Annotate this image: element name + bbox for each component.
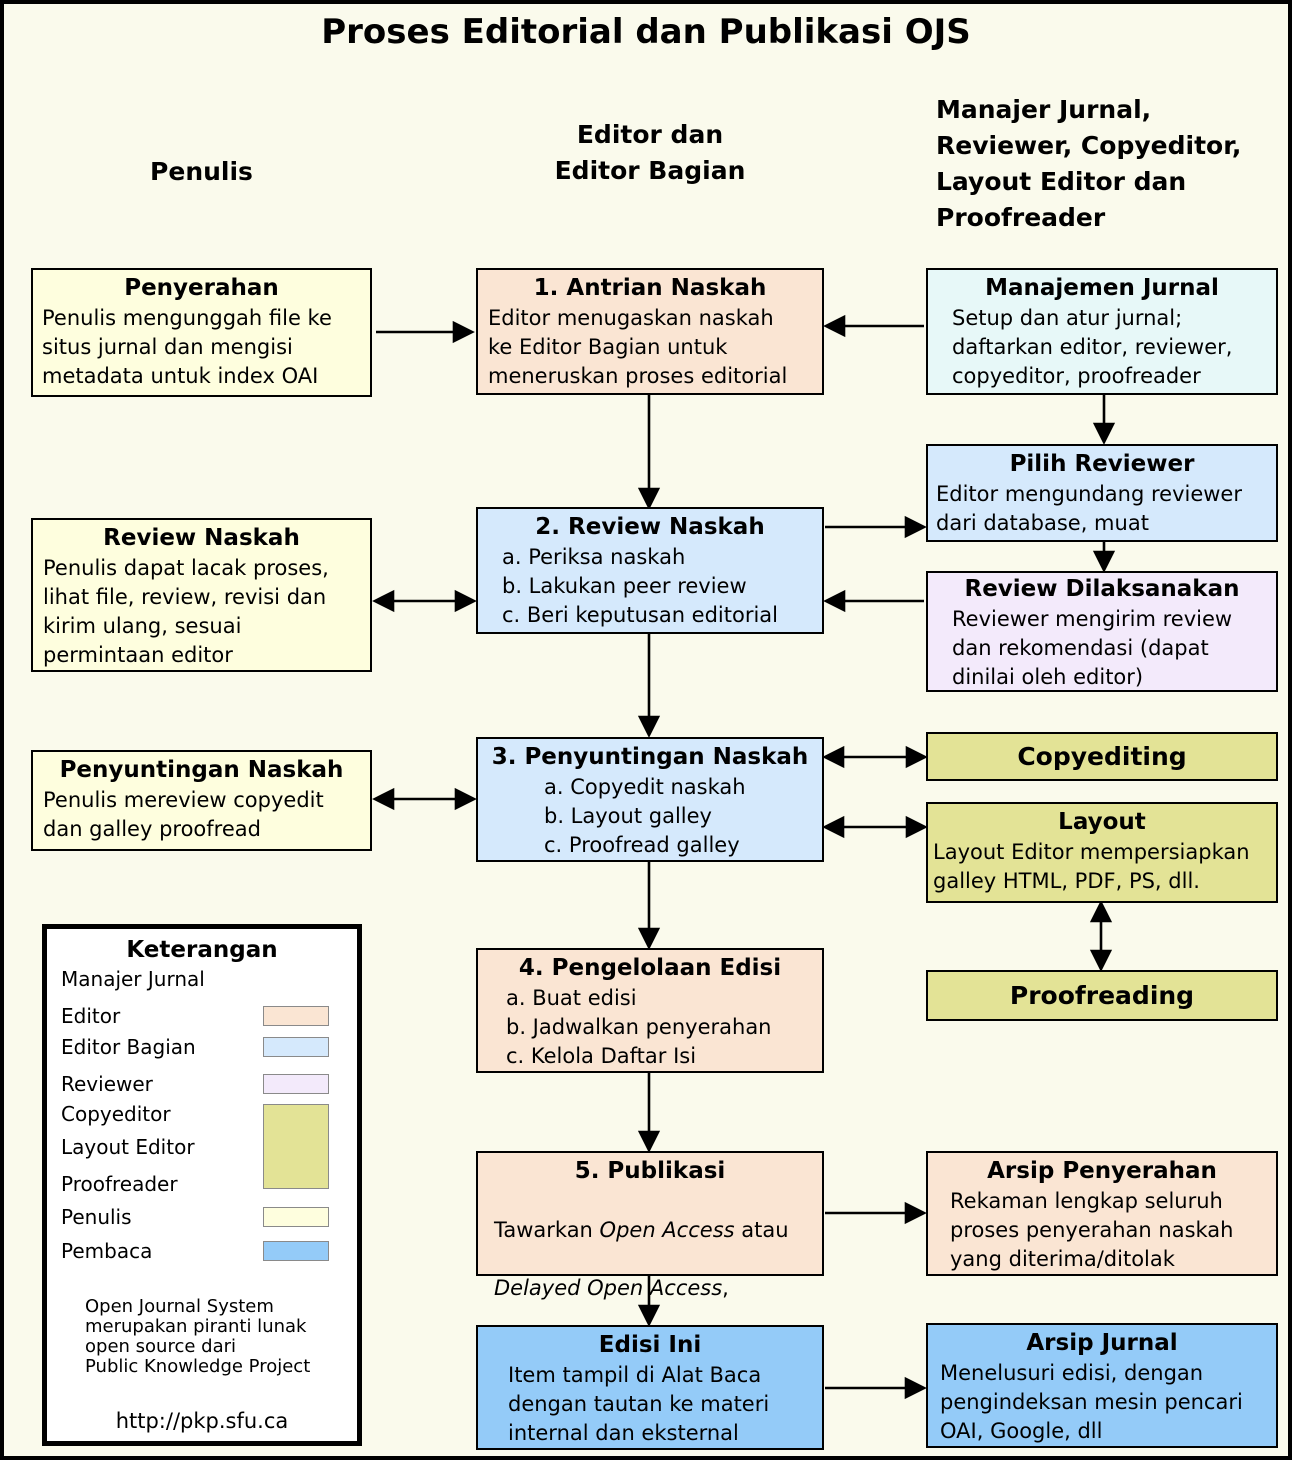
arrow-manajemen-to-pilih <box>1092 395 1116 445</box>
box-body: Menelusuri edisi, dengan pengindeksan me… <box>940 1361 1243 1443</box>
legend-label-copyeditor: Copyeditor <box>61 1102 171 1126</box>
box-body: Layout Editor mempersiapkan galley HTML,… <box>933 840 1250 893</box>
column-header-penulis: Penulis <box>150 157 253 186</box>
box-title: Edisi Ini <box>598 1332 702 1358</box>
box-title: Arsip Jurnal <box>1026 1330 1178 1356</box>
box-review-dilaksanakan: Review Dilaksanakan Reviewer mengirim re… <box>926 571 1278 692</box>
text-segment: Tawarkan <box>494 1218 600 1242</box>
box-arsip-penyerahan: Arsip Penyerahan Rekaman lengkap seluruh… <box>926 1151 1278 1276</box>
box-title: 3. Penyuntingan Naskah <box>491 744 809 770</box>
arrow-pilih-to-dilaksanakan <box>1092 542 1116 573</box>
arrow-review-to-pilih-reviewer <box>825 515 927 539</box>
arrow-review-to-penyuntingan <box>637 633 661 738</box>
box-arsip-jurnal: Arsip Jurnal Menelusuri edisi, dengan pe… <box>926 1323 1278 1448</box>
box-penyuntingan-naskah: 3. Penyuntingan Naskah a. Copyedit naska… <box>476 737 824 862</box>
legend-label-layout-editor: Layout Editor <box>61 1135 195 1159</box>
box-title: 4. Pengelolaan Edisi <box>518 955 782 981</box>
legend-swatch-editor <box>263 1006 329 1026</box>
box-body: Editor mengundang reviewer dari database… <box>936 482 1242 535</box>
legend-swatch-copyeditor-layout-proofreader <box>263 1104 329 1189</box>
box-title: Proofreading <box>1009 981 1195 1010</box>
box-body: Penulis dapat lacak proses, lihat file, … <box>43 556 329 667</box>
column-header-editor: Editor dan Editor Bagian <box>554 120 746 185</box>
box-title: Penyerahan <box>124 275 279 301</box>
legend-swatch-penulis <box>263 1207 329 1227</box>
box-body: Penulis mereview copyedit dan galley pro… <box>43 788 324 841</box>
box-title: Penyuntingan Naskah <box>59 757 344 783</box>
legend-note: Open Journal System merupakan piranti lu… <box>85 1296 311 1377</box>
box-title: Copyediting <box>1017 742 1187 771</box>
legend-label-editor-bagian: Editor Bagian <box>61 1035 196 1059</box>
box-title: Pilih Reviewer <box>1009 451 1195 477</box>
page-title: Proses Editorial dan Publikasi OJS <box>321 12 971 52</box>
arrow-penyuntingan-copyediting-bidir <box>822 745 928 769</box>
legend-title: Keterangan <box>126 937 278 963</box>
box-penyerahan: Penyerahan Penulis mengunggah file ke si… <box>31 268 372 397</box>
box-pilih-reviewer: Pilih Reviewer Editor mengundang reviewe… <box>926 444 1278 542</box>
box-proofreading: Proofreading <box>926 970 1278 1021</box>
box-pengelolaan-edisi: 4. Pengelolaan Edisi a. Buat edisi b. Ja… <box>476 948 824 1073</box>
box-title: 2. Review Naskah <box>535 514 765 540</box>
box-body: a. Copyedit naskah b. Layout galley c. P… <box>544 775 746 857</box>
box-publikasi: 5. Publikasi Tawarkan Open Access atau D… <box>476 1151 824 1358</box>
box-penyuntingan-naskah-penulis: Penyuntingan Naskah Penulis mereview cop… <box>31 750 372 851</box>
box-body: Rekaman lengkap seluruh proses penyeraha… <box>950 1189 1234 1271</box>
legend-keterangan: Keterangan Manajer Jurnal Editor Editor … <box>42 924 362 1446</box>
legend-swatch-pembaca <box>263 1241 329 1261</box>
legend-swatch-reviewer <box>263 1074 329 1094</box>
text-segment: atau <box>734 1218 789 1242</box>
arrow-penyuntingan-to-pengelolaan <box>637 861 661 950</box>
legend-swatch-editor-bagian <box>263 1037 329 1057</box>
box-title: Arsip Penyerahan <box>987 1158 1217 1184</box>
arrow-penyuntingan-penulis-bidir <box>372 787 477 811</box>
text-segment-italic: Delayed Open Access <box>494 1276 723 1300</box>
arrow-penyerahan-to-antrian <box>376 320 475 344</box>
box-copyediting: Copyediting <box>926 732 1278 781</box>
arrow-edisi-to-arsip-jurnal <box>825 1376 927 1400</box>
box-body: a. Periksa naskah b. Lakukan peer review… <box>502 545 779 627</box>
arrow-review-penulis-bidir <box>372 589 477 613</box>
box-title: Review Dilaksanakan <box>964 576 1240 602</box>
box-title: Layout <box>1058 809 1146 835</box>
legend-url: http://pkp.sfu.ca <box>115 1409 289 1433</box>
box-review-naskah: 2. Review Naskah a. Periksa naskah b. La… <box>476 507 824 634</box>
arrow-antrian-to-review <box>637 394 661 510</box>
column-header-manajer: Manajer Jurnal, Reviewer, Copyeditor, La… <box>936 95 1242 232</box>
legend-label-reviewer: Reviewer <box>61 1072 153 1096</box>
box-body: Reviewer mengirim review dan rekomendasi… <box>952 607 1233 689</box>
legend-label-penulis: Penulis <box>61 1205 132 1229</box>
box-antrian-naskah: 1. Antrian Naskah Editor menugaskan nask… <box>476 268 824 395</box>
box-body: Item tampil di Alat Baca dengan tautan k… <box>508 1363 770 1445</box>
text-segment: , <box>722 1276 729 1300</box>
box-layout: Layout Layout Editor mempersiapkan galle… <box>926 802 1278 903</box>
box-manajemen-jurnal: Manajemen Jurnal Setup dan atur jurnal; … <box>926 268 1278 395</box>
legend-label-pembaca: Pembaca <box>61 1239 153 1263</box>
arrow-layout-proofreading-bidir <box>1089 900 1113 972</box>
arrow-manajemen-to-antrian <box>823 314 924 338</box>
arrow-pengelolaan-to-publikasi <box>637 1072 661 1153</box>
box-title: Review Naskah <box>103 525 300 551</box>
arrow-publikasi-to-arsip-penyerahan <box>825 1201 927 1225</box>
box-body: Setup dan atur jurnal; daftarkan editor,… <box>952 306 1233 388</box>
box-title: 5. Publikasi <box>574 1158 726 1184</box>
box-title: 1. Antrian Naskah <box>533 275 767 301</box>
arrow-penyuntingan-layout-bidir <box>822 815 928 839</box>
legend-label-manajer-jurnal: Manajer Jurnal <box>61 967 205 991</box>
box-review-naskah-penulis: Review Naskah Penulis dapat lacak proses… <box>31 518 372 672</box>
box-body: Penulis mengunggah file ke situs jurnal … <box>42 306 332 388</box>
box-body: Editor menugaskan naskah ke Editor Bagia… <box>488 306 788 388</box>
arrow-dilaksanakan-to-review <box>823 589 924 613</box>
box-title: Manajemen Jurnal <box>985 275 1219 301</box>
legend-label-proofreader: Proofreader <box>61 1172 178 1196</box>
box-body: a. Buat edisi b. Jadwalkan penyerahan c.… <box>506 986 772 1068</box>
text-segment-italic: Open Access <box>599 1218 735 1242</box>
box-edisi-ini: Edisi Ini Item tampil di Alat Baca denga… <box>476 1325 824 1450</box>
legend-label-editor: Editor <box>61 1004 121 1028</box>
